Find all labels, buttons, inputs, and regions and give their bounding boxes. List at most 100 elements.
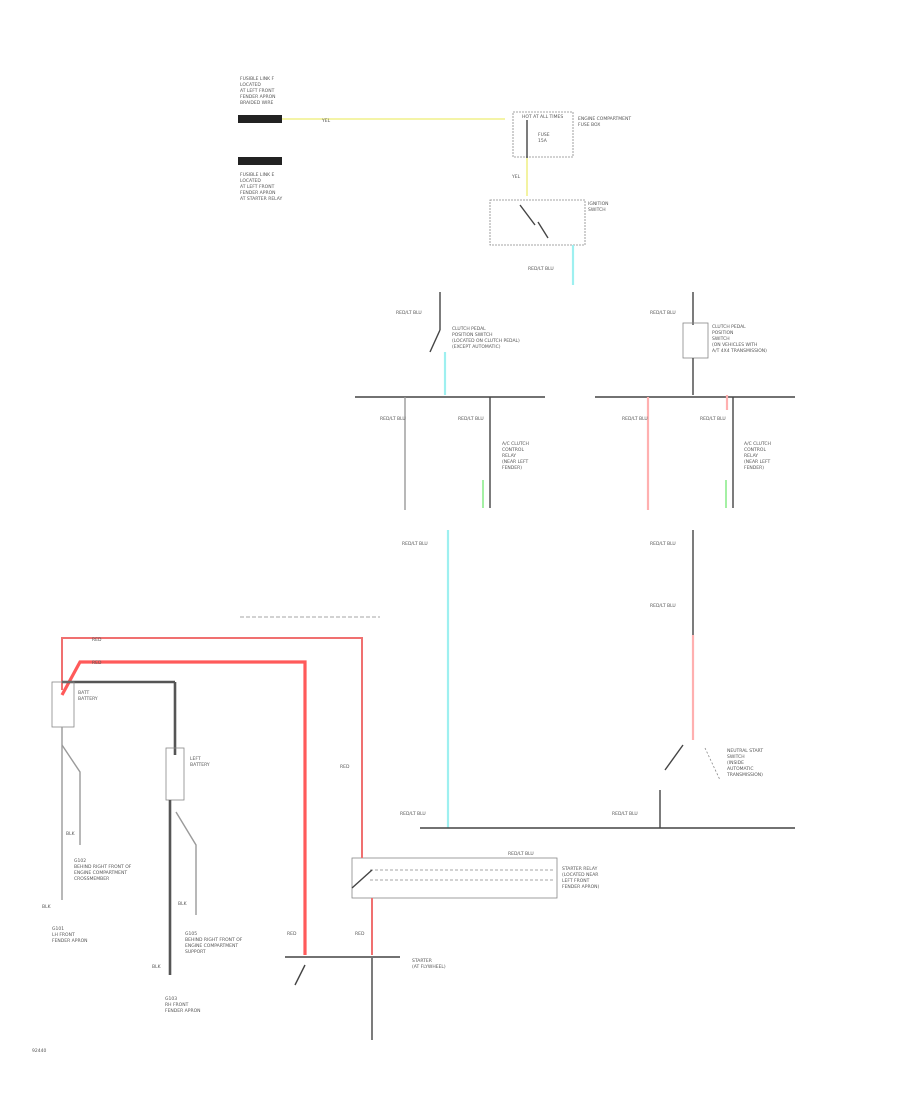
svg-text:FENDER APRON: FENDER APRON bbox=[52, 938, 88, 944]
fusible-link-f-block bbox=[238, 115, 282, 123]
svg-text:A/T 4X4 TRANSMISSION): A/T 4X4 TRANSMISSION) bbox=[712, 348, 767, 354]
starter-relay-label: STARTER RELAY (LOCATED NEAR LEFT FRONT F… bbox=[562, 866, 599, 890]
battery-neg-box bbox=[165, 747, 185, 801]
ignition-switch-contact-2 bbox=[537, 221, 549, 239]
svg-text:AUTOMATIC: AUTOMATIC bbox=[727, 766, 754, 772]
right-clutch-box bbox=[682, 322, 709, 359]
svg-text:AT STARTER RELAY: AT STARTER RELAY bbox=[240, 196, 283, 202]
corner-code: 92440 bbox=[32, 1048, 46, 1054]
wire-label-red-2: RED bbox=[92, 660, 102, 666]
wire-label-blk-1: BLK bbox=[66, 831, 76, 837]
svg-text:BEHIND RIGHT FRONT OF: BEHIND RIGHT FRONT OF bbox=[74, 864, 132, 870]
wire-label-left-trunk: RED/LT BLU bbox=[402, 541, 428, 547]
svg-text:HOT AT ALL TIMES: HOT AT ALL TIMES bbox=[522, 114, 563, 120]
svg-text:(NEAR LEFT: (NEAR LEFT bbox=[502, 459, 528, 465]
battery-pos-label: BATT BATTERY bbox=[78, 690, 98, 702]
svg-text:NEUTRAL START: NEUTRAL START bbox=[727, 748, 763, 754]
fuse-box bbox=[512, 111, 574, 158]
wire-label-right-relay-a: RED/LT BLU bbox=[622, 416, 648, 422]
wire-label-yel-fuse: YEL bbox=[511, 174, 521, 180]
wire-label-left-clutch: RED/LT BLU bbox=[396, 310, 422, 316]
hot-top-label: FUSIBLE LINK F LOCATED AT LEFT FRONT FEN… bbox=[240, 76, 276, 106]
wire-label-starter-relay: RED/LT BLU bbox=[508, 851, 534, 857]
svg-text:G101: G101 bbox=[52, 926, 64, 932]
wire-label-left-relay-b: RED/LT BLU bbox=[458, 416, 484, 422]
svg-text:IGNITION: IGNITION bbox=[588, 201, 609, 207]
svg-text:LEFT: LEFT bbox=[190, 756, 201, 762]
svg-text:BRAIDED WIRE: BRAIDED WIRE bbox=[240, 100, 274, 106]
svg-text:ENGINE COMPARTMENT: ENGINE COMPARTMENT bbox=[578, 116, 631, 122]
svg-text:FENDER APRON: FENDER APRON bbox=[240, 94, 276, 100]
svg-text:A/C CLUTCH: A/C CLUTCH bbox=[744, 441, 771, 447]
svg-text:G105: G105 bbox=[185, 931, 197, 937]
wire-label-bus-left: RED/LT BLU bbox=[400, 811, 426, 817]
svg-text:CONTROL: CONTROL bbox=[502, 447, 524, 453]
svg-text:LEFT FRONT: LEFT FRONT bbox=[562, 878, 590, 884]
svg-text:FENDER): FENDER) bbox=[502, 465, 522, 471]
svg-text:POSITION SWITCH: POSITION SWITCH bbox=[452, 332, 493, 338]
starter-relay-box bbox=[351, 857, 558, 899]
wire-label-red-4: RED bbox=[287, 931, 297, 937]
svg-text:FUSIBLE LINK F: FUSIBLE LINK F bbox=[240, 76, 275, 82]
wire-label-right-trunk-b: RED/LT BLU bbox=[650, 603, 676, 609]
svg-text:A/C CLUTCH: A/C CLUTCH bbox=[502, 441, 529, 447]
svg-text:(ON VEHICLES WITH: (ON VEHICLES WITH bbox=[712, 342, 757, 348]
starter-label: STARTER (AT FLYWHEEL) bbox=[412, 958, 446, 970]
relay-right-label: A/C CLUTCH CONTROL RELAY (NEAR LEFT FEND… bbox=[744, 441, 771, 471]
ignition-switch-contact bbox=[519, 204, 536, 226]
wire-label-right-relay-b: RED/LT BLU bbox=[700, 416, 726, 422]
svg-text:STARTER: STARTER bbox=[412, 958, 432, 964]
neutral-switch-contact bbox=[664, 744, 684, 771]
svg-text:(LOCATED NEAR: (LOCATED NEAR bbox=[562, 872, 598, 878]
relay-left-label: A/C CLUTCH CONTROL RELAY (NEAR LEFT FEND… bbox=[502, 441, 529, 471]
svg-text:ENGINE COMPARTMENT: ENGINE COMPARTMENT bbox=[74, 870, 127, 876]
wire-label-red-3: RED bbox=[340, 764, 350, 770]
svg-text:STARTER RELAY: STARTER RELAY bbox=[562, 866, 598, 872]
wire-label-ignition-out: RED/LT BLU bbox=[528, 266, 554, 272]
wire-label-red-1: RED bbox=[92, 637, 102, 643]
left-ground-label: G101 LH FRONT FENDER APRON bbox=[52, 926, 88, 944]
svg-text:BEHIND RIGHT FRONT OF: BEHIND RIGHT FRONT OF bbox=[185, 937, 243, 943]
svg-text:RELAY: RELAY bbox=[502, 453, 516, 459]
svg-text:BATT: BATT bbox=[78, 690, 89, 696]
svg-text:LH FRONT: LH FRONT bbox=[52, 932, 75, 938]
svg-text:SWITCH: SWITCH bbox=[712, 336, 730, 342]
clutch-switch-left-label: CLUTCH PEDAL POSITION SWITCH (LOCATED ON… bbox=[452, 326, 520, 350]
svg-text:SUPPORT: SUPPORT bbox=[185, 949, 206, 955]
center-ground-label: G105 BEHIND RIGHT FRONT OF ENGINE COMPAR… bbox=[185, 931, 243, 955]
battery-neg-label: LEFT BATTERY bbox=[190, 756, 210, 768]
svg-text:CLUTCH PEDAL: CLUTCH PEDAL bbox=[452, 326, 486, 332]
svg-text:FUSIBLE LINK E: FUSIBLE LINK E bbox=[240, 172, 275, 178]
svg-text:SWITCH: SWITCH bbox=[727, 754, 745, 760]
wire-label-right-trunk-a: RED/LT BLU bbox=[650, 541, 676, 547]
wire-label-bus-right: RED/LT BLU bbox=[612, 811, 638, 817]
battery-neg-branch bbox=[175, 811, 197, 915]
svg-text:(NEAR LEFT: (NEAR LEFT bbox=[744, 459, 770, 465]
wire-label-left-relay-a: RED/LT BLU bbox=[380, 416, 406, 422]
ignition-switch-box bbox=[489, 199, 586, 246]
engine-fuse-panel-label: ENGINE COMPARTMENT FUSE BOX bbox=[578, 116, 631, 128]
red-feed-outer bbox=[61, 637, 363, 858]
svg-text:G102: G102 bbox=[74, 858, 86, 864]
svg-text:15A: 15A bbox=[538, 138, 548, 144]
svg-text:FENDER): FENDER) bbox=[744, 465, 764, 471]
svg-text:FUSE: FUSE bbox=[538, 132, 550, 138]
svg-text:RELAY: RELAY bbox=[744, 453, 758, 459]
svg-text:FUSE BOX: FUSE BOX bbox=[578, 122, 600, 128]
wire-label-blk-4: BLK bbox=[152, 964, 162, 970]
svg-text:POSITION: POSITION bbox=[712, 330, 733, 336]
svg-text:G103: G103 bbox=[165, 996, 177, 1002]
clutch-switch-right-label: CLUTCH PEDAL POSITION SWITCH (ON VEHICLE… bbox=[712, 324, 767, 354]
svg-text:BATTERY: BATTERY bbox=[78, 696, 98, 702]
svg-text:CLUTCH PEDAL: CLUTCH PEDAL bbox=[712, 324, 746, 330]
wire-label-right-clutch: RED/LT BLU bbox=[650, 310, 676, 316]
svg-text:ENGINE COMPARTMENT: ENGINE COMPARTMENT bbox=[185, 943, 238, 949]
starter-relay-contact bbox=[351, 869, 373, 889]
svg-text:BATTERY: BATTERY bbox=[190, 762, 210, 768]
svg-text:(INSIDE: (INSIDE bbox=[727, 760, 744, 766]
red-feed-inner bbox=[60, 660, 307, 955]
ignition-switch-label: IGNITION SWITCH bbox=[588, 201, 609, 213]
svg-text:SWITCH: SWITCH bbox=[588, 207, 606, 213]
svg-text:RH FRONT: RH FRONT bbox=[165, 1002, 189, 1008]
